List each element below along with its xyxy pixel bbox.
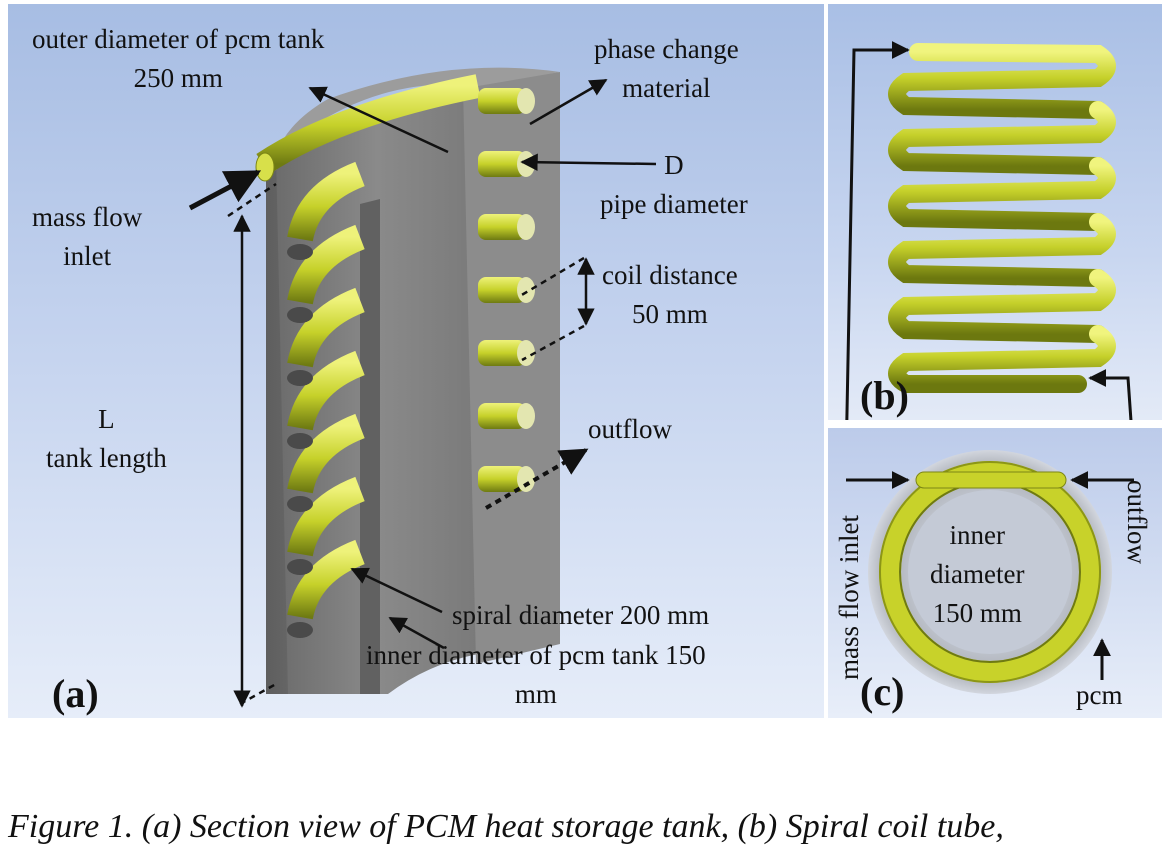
spiral-diameter-label: spiral diameter 200 mm (452, 596, 709, 635)
coil-distance-line2: 50 mm (602, 295, 738, 334)
panel-a-tag: (a) (52, 670, 99, 717)
phase-change-label: phase change material (594, 30, 739, 108)
inlet-outlet-bar (916, 472, 1066, 488)
panel-b-spiral-coil: (b) (828, 4, 1162, 420)
spiral-coil-drawing (828, 4, 1162, 420)
pipe-diameter-label: D pipe diameter (600, 146, 748, 224)
pipe-diameter-symbol: D (600, 146, 748, 185)
inner-diameter-line1: inner diameter of pcm tank 150 (366, 636, 706, 675)
panel-b-tag: (b) (860, 372, 909, 419)
panel-c-top-view: mass flow inlet outflow inner diameter 1… (828, 428, 1162, 718)
inner-diameter-c-label: inner diameter 150 mm (930, 516, 1024, 633)
mass-flow-inlet-vertical-label: mass flow inlet (834, 515, 865, 680)
figure-caption: Figure 1. (a) Section view of PCM heat s… (8, 808, 1004, 846)
inner-diameter-label: inner diameter of pcm tank 150 mm (366, 636, 706, 714)
inlet-pipe-end (256, 153, 274, 181)
inner-diameter-line2: mm (366, 675, 706, 714)
outflow-label: outflow (588, 410, 672, 449)
outer-diameter-line2: 250 mm (32, 59, 324, 98)
inner-line2: diameter (930, 555, 1024, 594)
coil-turns (897, 52, 1107, 384)
mass-flow-line1: mass flow (32, 198, 142, 237)
outer-diameter-label: outer diameter of pcm tank 250 mm (32, 20, 324, 98)
inner-line1: inner (930, 516, 1024, 555)
panel-a-section-view: outer diameter of pcm tank 250 mm phase … (8, 4, 824, 718)
inner-line3: 150 mm (930, 594, 1024, 633)
tank-length-text: tank length (46, 439, 167, 478)
phase-change-line2: material (594, 69, 739, 108)
mass-flow-line2: inlet (32, 237, 142, 276)
pipe-diameter-text: pipe diameter (600, 185, 748, 224)
pcm-label: pcm (1076, 676, 1123, 715)
phase-change-line1: phase change (594, 30, 739, 69)
mass-flow-inlet-label: mass flow inlet (32, 198, 142, 276)
panel-c-tag: (c) (860, 668, 904, 715)
coil-distance-label: coil distance 50 mm (602, 256, 738, 334)
outer-diameter-line1: outer diameter of pcm tank (32, 20, 324, 59)
tank-length-symbol: L (46, 400, 167, 439)
coil-distance-line1: coil distance (602, 256, 738, 295)
tank-inner-cut (360, 199, 380, 694)
outflow-vertical-label: outflow (1121, 480, 1152, 564)
tank-length-label: L tank length (46, 400, 167, 478)
